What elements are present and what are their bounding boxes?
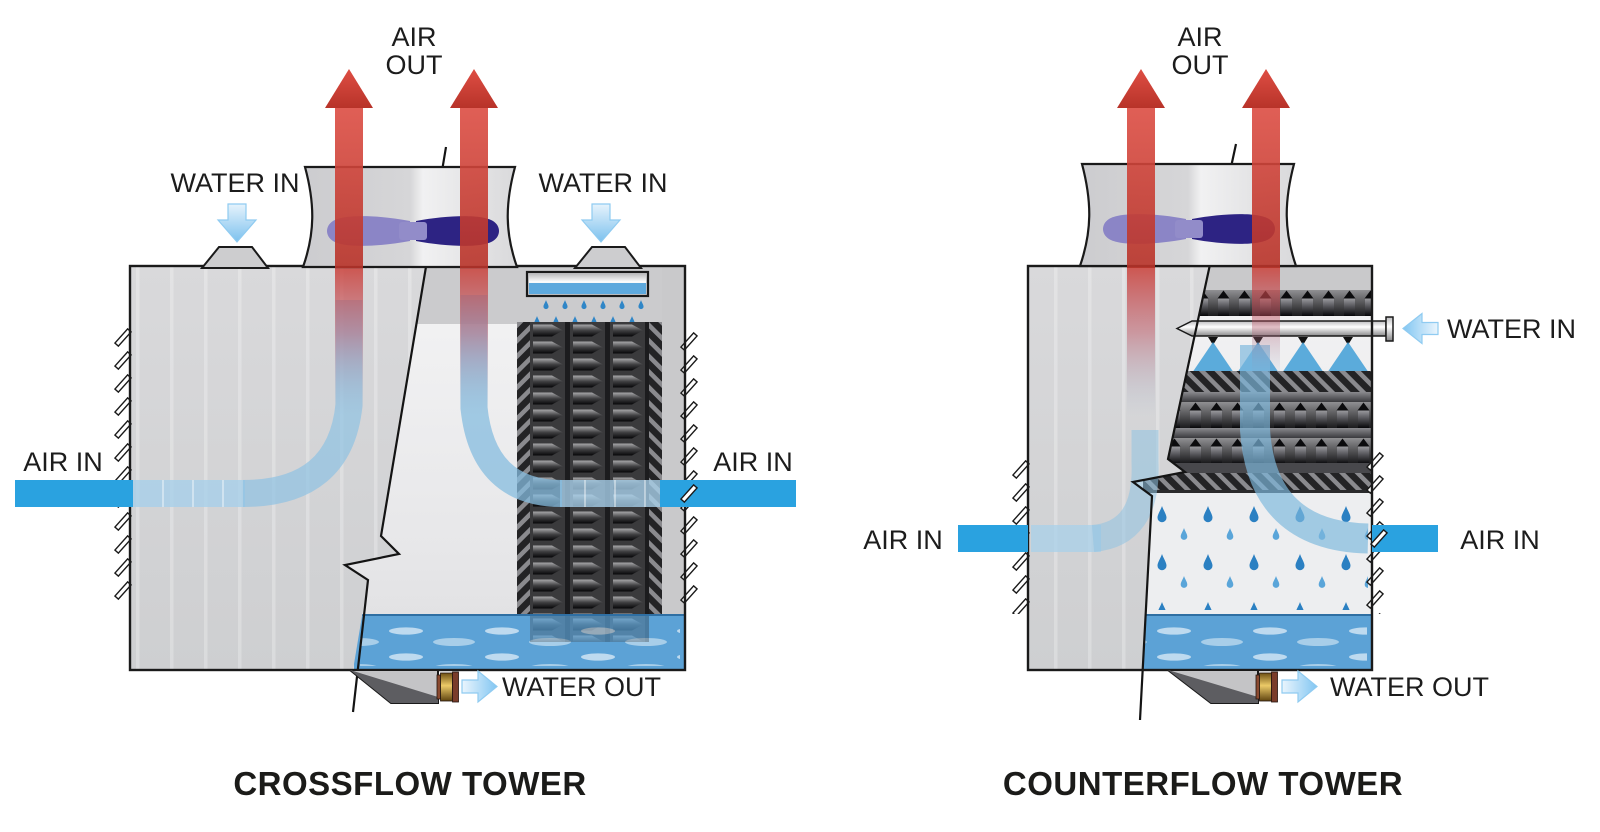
water-out-label: WATER OUT [1330, 672, 1489, 702]
air-in-right-label: AIR IN [713, 447, 793, 477]
air-in-flow-right [560, 480, 660, 507]
fill-pack [517, 322, 662, 616]
air-flow-arc-right [1240, 345, 1369, 554]
water-in-arrow-icon [1402, 312, 1439, 345]
water-in-pipe [1175, 316, 1394, 342]
water-in-right-label: WATER IN [539, 168, 668, 198]
air-in-band-left [958, 525, 1028, 552]
water-distribution-basin [525, 270, 650, 298]
casing-front-panel [1028, 266, 1210, 670]
sump [1165, 669, 1259, 704]
water-in-label: WATER IN [1447, 314, 1576, 344]
counterflow-tower: AIR OUT WATER IN AIR IN AIR IN WATER OUT… [863, 22, 1576, 802]
water-in-arrow-left-icon [216, 203, 258, 243]
sump [347, 669, 439, 704]
air-in-band-left [15, 480, 133, 507]
water-out-arrow-icon [461, 669, 498, 704]
water-in-arrow-right-icon [580, 203, 622, 243]
air-out-label-line1: AIR [1177, 22, 1222, 52]
pipe-flange [1385, 316, 1394, 342]
crossflow-title: CROSSFLOW TOWER [233, 765, 586, 802]
air-out-label-line2: OUT [386, 50, 443, 80]
rain-droplets [1150, 500, 1368, 610]
air-out-label-line1: AIR [391, 22, 436, 52]
water-inlet-right [572, 246, 644, 269]
crossflow-tower: AIR OUT WATER IN WATER IN AIR IN AIR IN … [15, 22, 796, 802]
air-flow-arc-right [460, 295, 563, 507]
cutaway-line [342, 146, 448, 713]
air-in-left-label: AIR IN [863, 525, 943, 555]
louvers-right [676, 330, 702, 606]
air-out-label-line2: OUT [1172, 50, 1229, 80]
cutaway-line [1130, 143, 1238, 721]
air-in-right-label: AIR IN [1460, 525, 1540, 555]
water-out-label: WATER OUT [502, 672, 661, 702]
water-inlet-left [199, 246, 271, 269]
cold-water-basin [1100, 614, 1372, 670]
air-flow-arc-left [1091, 430, 1159, 552]
counterflow-title: COUNTERFLOW TOWER [1003, 765, 1403, 802]
spray-droplets [532, 300, 646, 324]
water-out-arrow-icon [1281, 669, 1318, 704]
water-in-left-label: WATER IN [171, 168, 300, 198]
air-in-flow-left [1031, 525, 1101, 552]
air-in-left-label: AIR IN [23, 447, 103, 477]
air-in-flow-left [133, 480, 245, 507]
louvers-left [110, 326, 136, 602]
cold-water-basin [354, 614, 685, 670]
